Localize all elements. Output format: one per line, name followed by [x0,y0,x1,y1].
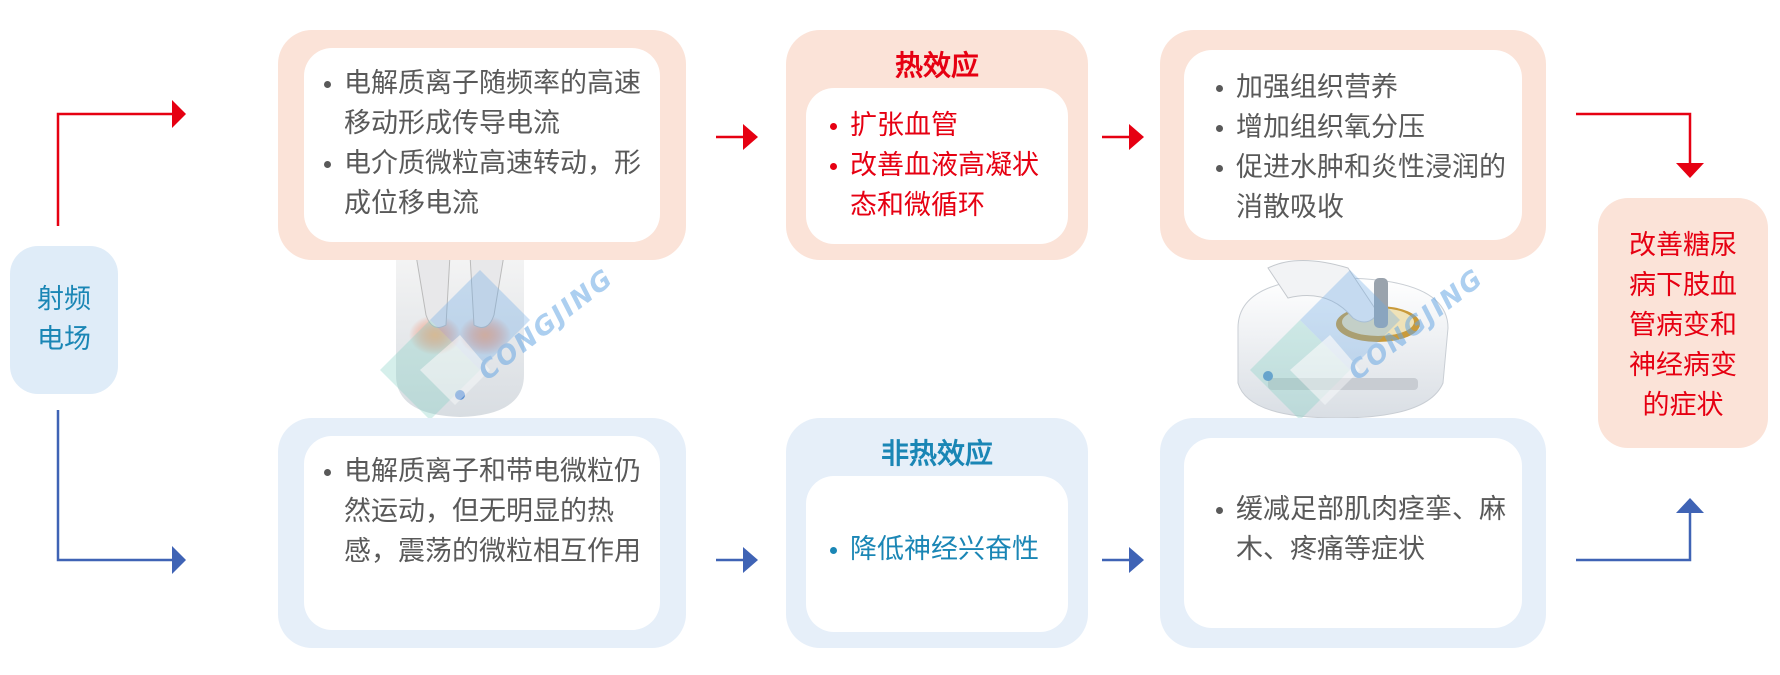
list-item: 电介质微粒高速转动，形成位移电流 [322,144,644,224]
nonthermal-outcome-inner: 缓减足部肌肉痉挛、麻木、疼痛等症状 [1184,438,1522,628]
list-item: 电解质离子随频率的高速移动形成传导电流 [322,64,644,144]
watermark-2: CONGJING [1240,240,1490,440]
foot-device-illustration [390,254,530,420]
nonthermal-effect-box: 非热效应 降低神经兴奋性 [786,418,1088,648]
nonthermal-mechanism-inner: 电解质离子和带电微粒仍然运动，但无明显的热感，震荡的微粒相互作用 [304,436,660,630]
arrowhead-nonthermal-1-2 [743,547,758,573]
nonthermal-effect-list: 降低神经兴奋性 [828,530,1058,570]
result-box: 改善糖尿病下肢血管病变和神经病变的症状 [1598,198,1768,448]
list-item: 加强组织营养 [1214,68,1506,108]
thermal-outcome-box: 加强组织营养 增加组织氧分压 促进水肿和炎性浸润的消散吸收 [1160,30,1546,260]
pod-device-image [1237,260,1449,419]
arrowhead-nonthermal-result [1676,498,1704,513]
watermark-logo-icon [380,270,530,420]
list-item: 降低神经兴奋性 [828,530,1058,570]
nonthermal-effect-title: 非热效应 [880,437,993,470]
thermal-mechanism-list: 电解质离子随频率的高速移动形成传导电流 电介质微粒高速转动，形成位移电流 [322,64,644,224]
thermal-outcome-list: 加强组织营养 增加组织氧分压 促进水肿和炎性浸润的消散吸收 [1214,68,1506,228]
arrowhead-thermal-1-2 [743,124,758,150]
result-label: 改善糖尿病下肢血管病变和神经病变的症状 [1629,230,1737,421]
arrow-thermal-to-result [1576,112,1692,164]
nonthermal-mechanism-list: 电解质离子和带电微粒仍然运动，但无明显的热感，震荡的微粒相互作用 [322,452,644,572]
arrow-source-to-nonthermal [56,410,172,562]
arrowhead-source-nonthermal [172,546,186,574]
list-item: 促进水肿和炎性浸润的消散吸收 [1214,148,1506,228]
watermark-1: CONGJING [370,240,620,440]
source-box: 射频 电场 [10,246,118,394]
arrowhead-source-thermal [172,100,186,128]
thermal-effect-list: 扩张血管 改善血液高凝状态和微循环 [828,106,1058,226]
list-item: 缓减足部肌肉痉挛、麻木、疼痛等症状 [1214,490,1506,570]
thermal-mechanism-box: 电解质离子随频率的高速移动形成传导电流 电介质微粒高速转动，形成位移电流 [278,30,686,260]
nonthermal-outcome-box: 缓减足部肌肉痉挛、麻木、疼痛等症状 [1160,418,1546,648]
thermal-effect-title: 热效应 [894,49,979,82]
list-item: 扩张血管 [828,106,1058,146]
nonthermal-outcome-list: 缓减足部肌肉痉挛、麻木、疼痛等症状 [1214,490,1506,570]
list-item: 电解质离子和带电微粒仍然运动，但无明显的热感，震荡的微粒相互作用 [322,452,644,572]
arrowhead-nonthermal-2-3 [1129,547,1144,573]
arrowhead-thermal-2-3 [1129,124,1144,150]
foot-device-image [396,254,524,417]
thermal-effect-box: 热效应 扩张血管 改善血液高凝状态和微循环 [786,30,1088,260]
pod-device-illustration [1228,258,1458,423]
nonthermal-effect-inner: 降低神经兴奋性 [806,476,1068,632]
arrowhead-thermal-result [1676,163,1704,178]
list-item: 改善血液高凝状态和微循环 [828,146,1058,226]
nonthermal-mechanism-box: 电解质离子和带电微粒仍然运动，但无明显的热感，震荡的微粒相互作用 [278,418,686,648]
list-item: 增加组织氧分压 [1214,108,1506,148]
thermal-effect-inner: 扩张血管 改善血液高凝状态和微循环 [806,88,1068,244]
source-label: 射频 电场 [37,284,91,355]
arrow-source-to-thermal [56,112,172,226]
arrow-nonthermal-to-result [1576,512,1692,562]
watermark-logo-icon [1250,270,1400,420]
thermal-mechanism-inner: 电解质离子随频率的高速移动形成传导电流 电介质微粒高速转动，形成位移电流 [304,48,660,242]
thermal-outcome-inner: 加强组织营养 增加组织氧分压 促进水肿和炎性浸润的消散吸收 [1184,50,1522,240]
